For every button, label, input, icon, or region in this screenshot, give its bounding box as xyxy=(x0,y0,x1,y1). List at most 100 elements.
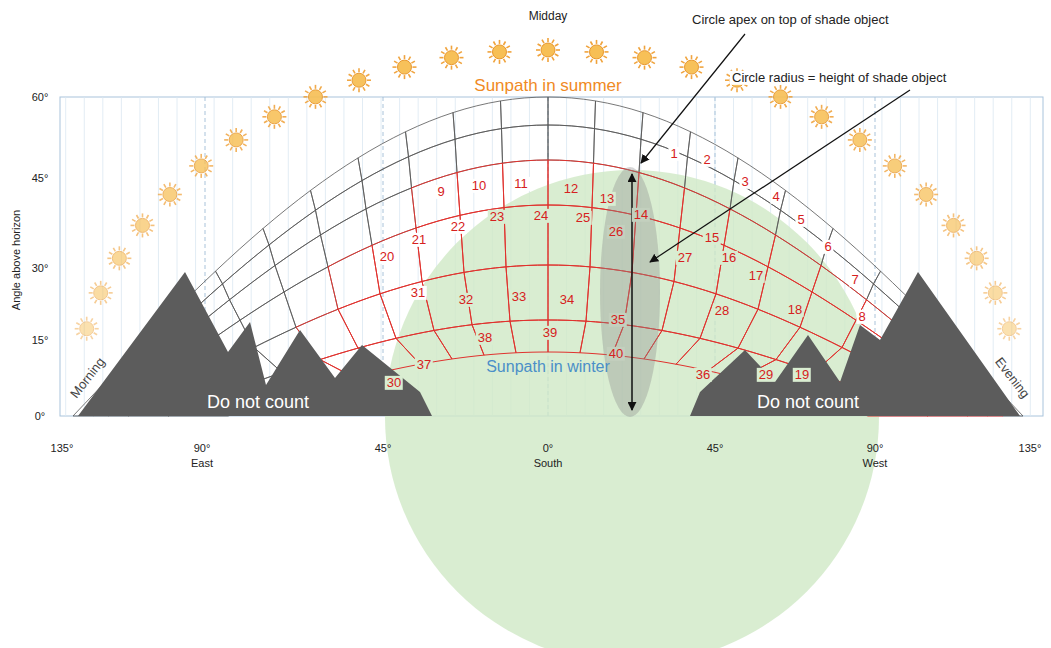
label: East xyxy=(191,457,213,469)
sun-icon xyxy=(392,55,416,79)
callout-number: 10 xyxy=(470,179,488,193)
sunpath-cell xyxy=(639,139,688,188)
callout-number: 35 xyxy=(609,313,627,327)
sun-icon xyxy=(130,213,154,237)
sunpath-cell xyxy=(358,132,409,181)
callout-number: 40 xyxy=(607,347,625,361)
sun-icon xyxy=(769,85,793,109)
counted-cell xyxy=(758,267,812,327)
callout-number: 29 xyxy=(757,368,775,382)
sunpath-cell xyxy=(455,129,503,173)
sun-icon xyxy=(89,281,113,305)
callout-number: 11 xyxy=(512,177,530,191)
sunpath-cell xyxy=(269,210,321,265)
callout-number: 20 xyxy=(378,250,396,264)
counted-cell xyxy=(503,160,549,208)
sun-icon xyxy=(810,105,834,129)
sunpath-cell xyxy=(502,125,549,163)
label: 135° xyxy=(1019,442,1042,454)
callout-number: 22 xyxy=(449,220,467,234)
sun-icon xyxy=(189,154,213,178)
sun-icon xyxy=(883,154,907,178)
counted-cell xyxy=(548,265,590,321)
sunpath-cell xyxy=(688,132,739,181)
callout-number: 8 xyxy=(856,310,867,324)
counted-cell xyxy=(472,321,516,355)
grid-line xyxy=(269,97,270,416)
label: 15° xyxy=(32,334,49,346)
sunpath-cell xyxy=(734,158,786,210)
label: 45° xyxy=(707,442,724,454)
sunpath-cell xyxy=(362,157,412,209)
callout-number: 23 xyxy=(488,210,506,224)
label: South xyxy=(534,457,563,469)
callout-number: 32 xyxy=(457,293,475,307)
label: Circle radius = height of shade object xyxy=(730,71,948,85)
label: Sunpath in summer xyxy=(474,77,621,96)
label: Do not count xyxy=(207,393,309,413)
grid-line xyxy=(84,97,85,416)
label: 45° xyxy=(32,172,49,184)
label: Sunpath in winter xyxy=(486,358,610,376)
leader-line xyxy=(641,34,745,163)
counted-cell xyxy=(380,281,434,338)
sun-icon xyxy=(983,281,1007,305)
sunpath-cell xyxy=(548,97,596,129)
label: Morning xyxy=(68,355,108,401)
callout-number: 27 xyxy=(676,251,694,265)
sun-icon xyxy=(303,85,327,109)
callout-number: 19 xyxy=(793,368,811,382)
sunpath-cell xyxy=(641,113,691,157)
sun-icon xyxy=(107,246,131,270)
sun-icon xyxy=(487,40,511,64)
sunpath-cell xyxy=(406,113,456,157)
counted-cell xyxy=(662,281,716,338)
sun-icon xyxy=(942,213,966,237)
label: 90° xyxy=(867,442,884,454)
sunpath-cell xyxy=(409,139,458,188)
sunpath-cell xyxy=(366,188,416,245)
sunpath-cell xyxy=(548,125,595,163)
shade-circle xyxy=(385,170,879,648)
callout-number: 13 xyxy=(598,192,616,206)
callout-number: 15 xyxy=(703,231,721,245)
callout-number: 39 xyxy=(541,326,559,340)
sunpath-cell xyxy=(501,97,549,129)
leader-line xyxy=(650,90,910,262)
sun-icon xyxy=(536,38,560,62)
label: West xyxy=(863,457,888,469)
sunpath-cell xyxy=(781,190,834,245)
callout-number: 14 xyxy=(632,208,650,222)
horizon-mountains xyxy=(690,272,1020,416)
sunpath-cell xyxy=(223,245,276,300)
sun-icon xyxy=(75,317,99,341)
sunpath-cell xyxy=(730,181,781,235)
callout-number: 2 xyxy=(701,153,712,167)
sun-icon xyxy=(633,46,657,70)
label: 45° xyxy=(375,442,392,454)
callout-number: 7 xyxy=(849,273,860,287)
callout-number: 25 xyxy=(574,211,592,225)
callout-number: 9 xyxy=(435,185,446,199)
grid-line xyxy=(1030,97,1031,416)
callout-number: 34 xyxy=(558,293,576,307)
label: 0° xyxy=(543,442,554,454)
sunpath-cell xyxy=(594,129,642,173)
callout-number: 17 xyxy=(747,269,765,283)
sun-icon xyxy=(997,317,1021,341)
sunpath-cell xyxy=(275,235,328,292)
callout-number: 3 xyxy=(739,175,750,189)
callout-number: 12 xyxy=(562,182,580,196)
counted-cell xyxy=(457,163,504,215)
counted-cell xyxy=(328,245,380,309)
grid-line xyxy=(65,97,66,416)
sun-icon xyxy=(224,128,248,152)
sun-icon xyxy=(848,128,872,152)
callout-number: 1 xyxy=(668,147,679,161)
sun-icon xyxy=(680,55,704,79)
sun-icon xyxy=(262,105,286,129)
callout-number: 26 xyxy=(607,225,625,239)
counted-cell xyxy=(506,265,548,321)
horizon-mountains xyxy=(78,272,432,416)
